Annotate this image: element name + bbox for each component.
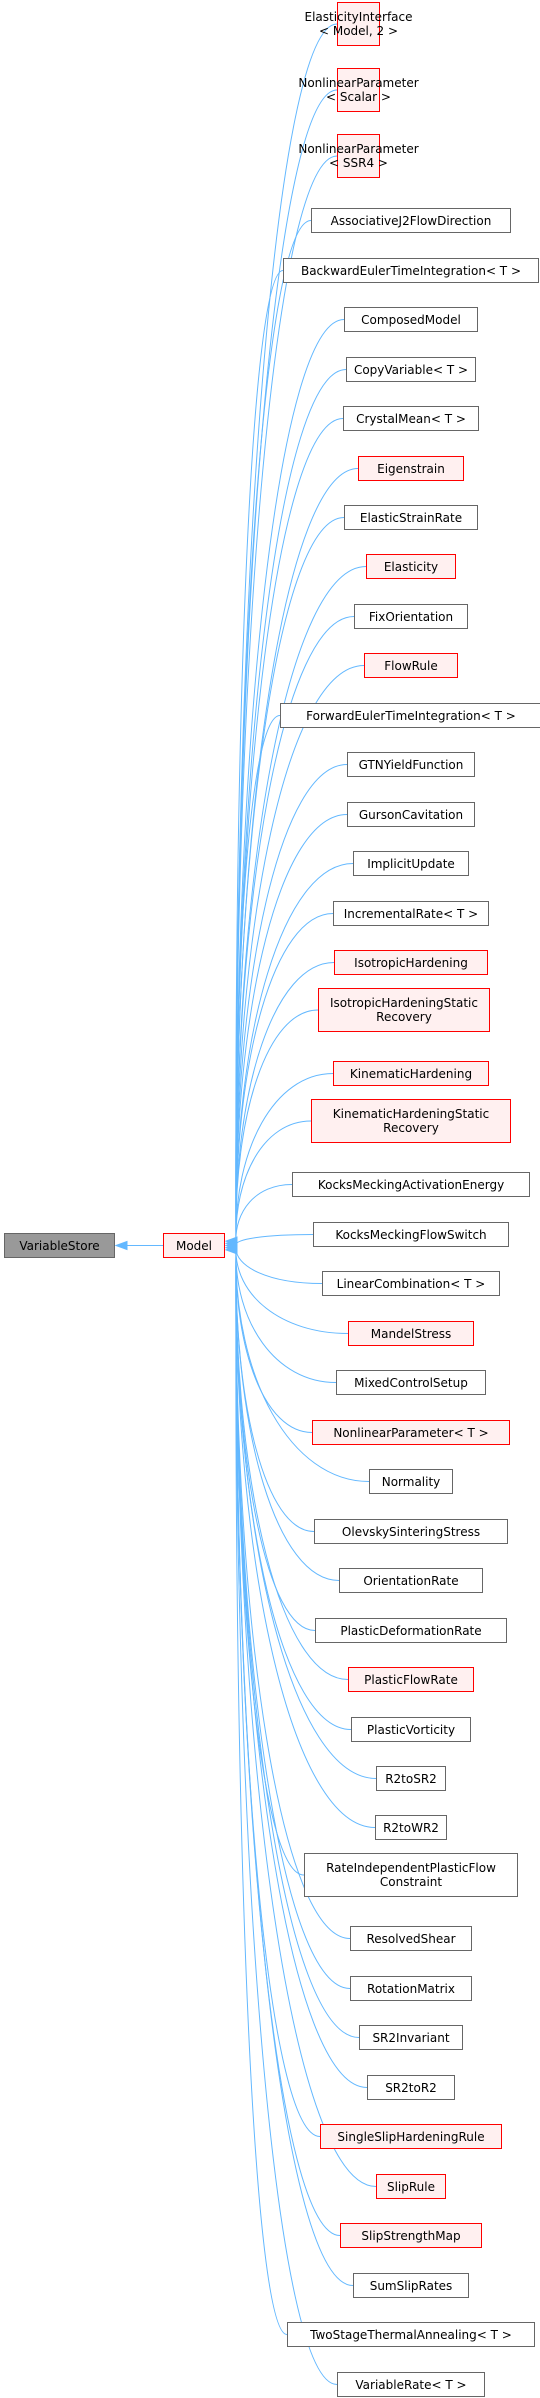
edge-plasticflowrate [235,1254,349,1680]
edge-olevskysinteringstress [235,1251,315,1532]
edge-sliprule [235,1264,377,2187]
edge-kinematichardeningstatic-recovery [235,1120,312,1244]
node-olevskysinteringstress[interactable]: OlevskySinteringStress [314,1519,508,1544]
edge-resolvedshear [235,1259,351,1939]
node-kinematichardening[interactable]: KinematicHardening [333,1061,489,1086]
node-rateindependentplasticflow-constraint[interactable]: RateIndependentPlasticFlow Constraint [304,1853,518,1897]
edge-sumsliprates [235,1266,354,2286]
node-resolvedshear[interactable]: ResolvedShear [350,1926,472,1951]
edge-forwardeulertimeintegration-t [235,715,281,1235]
node-composedmodel[interactable]: ComposedModel [344,307,478,332]
node-flowrule[interactable]: FlowRule [364,653,458,678]
edge-variablerate-t [235,1268,338,2385]
node-backwardeulertimeintegration-t[interactable]: BackwardEulerTimeIntegration< T > [283,258,539,283]
node-nonlinearparameter-t[interactable]: NonlinearParameter< T > [312,1420,510,1445]
node-gursoncavitation[interactable]: GursonCavitation [347,802,475,827]
node-fixorientation[interactable]: FixOrientation [354,604,468,629]
node-kocksmeckingactivationenergy[interactable]: KocksMeckingActivationEnergy [292,1172,530,1197]
edge-nonlinearparameter-ssr4 [235,155,338,1224]
edge-fixorientation [235,616,355,1233]
node-r2towr2[interactable]: R2toWR2 [375,1815,447,1840]
edge-isotropichardeningstatic-recovery [235,1009,319,1241]
edge-sr2tor2 [235,1262,368,2088]
node-isotropichardening[interactable]: IsotropicHardening [334,950,488,975]
node-nonlinearparameter-ssr4[interactable]: NonlinearParameter < SSR4 > [298,134,419,178]
edge-elasticstrainrate [235,517,345,1231]
edge-mandelstress [235,1247,349,1334]
node-sr2tor2[interactable]: SR2toR2 [367,2075,455,2100]
node-kocksmeckingflowswitch[interactable]: KocksMeckingFlowSwitch [313,1222,509,1247]
node-implicitupdate[interactable]: ImplicitUpdate [353,851,469,876]
edge-twostagethermalannealing-t [235,1267,288,2335]
edge-gtnyieldfunction [235,764,348,1236]
node-variable-store[interactable]: VariableStore [4,1233,115,1258]
node-normality[interactable]: Normality [369,1469,453,1494]
edge-incrementalrate-t [235,913,334,1239]
node-plasticdeformationrate[interactable]: PlasticDeformationRate [315,1618,507,1643]
node-mixedcontrolsetup[interactable]: MixedControlSetup [336,1370,486,1395]
edge-nonlinearparameter-t [235,1249,313,1433]
edge-backwardeulertimeintegration-t [235,270,284,1227]
edge-normality [235,1250,370,1482]
edge-associativej2flowdirection [235,220,312,1226]
edge-plasticdeformationrate [235,1253,316,1631]
node-eigenstrain[interactable]: Eigenstrain [358,456,464,481]
node-twostagethermalannealing-t[interactable]: TwoStageThermalAnnealing< T > [287,2322,535,2347]
node-elasticstrainrate[interactable]: ElasticStrainRate [344,505,478,530]
node-incrementalrate-t[interactable]: IncrementalRate< T > [333,901,489,926]
node-isotropichardeningstatic-recovery[interactable]: IsotropicHardeningStatic Recovery [318,988,490,1032]
node-elasticity[interactable]: Elasticity [366,554,456,579]
edge-kocksmeckingactivationenergy [235,1184,293,1245]
node-sr2invariant[interactable]: SR2Invariant [359,2025,463,2050]
arrowhead-variable-store [114,1240,128,1251]
edge-r2towr2 [235,1257,376,1828]
node-sumsliprates[interactable]: SumSlipRates [353,2273,469,2298]
node-plasticflowrate[interactable]: PlasticFlowRate [348,1667,474,1692]
node-elasticityinterface-model-2[interactable]: ElasticityInterface < Model, 2 > [304,2,413,46]
edge-gursoncavitation [235,814,348,1237]
edge-r2tosr2 [235,1256,377,1779]
node-r2tosr2[interactable]: R2toSR2 [376,1766,446,1791]
node-linearcombination-t[interactable]: LinearCombination< T > [322,1271,500,1296]
edge-orientationrate [235,1252,340,1581]
edge-mixedcontrolsetup [235,1248,337,1383]
node-crystalmean-t[interactable]: CrystalMean< T > [343,406,479,431]
edge-kinematichardening [235,1073,334,1243]
node-mandelstress[interactable]: MandelStress [348,1321,474,1346]
edge-flowrule [235,665,365,1234]
arrowhead-model [224,1245,238,1255]
node-forwardeulertimeintegration-t[interactable]: ForwardEulerTimeIntegration< T > [280,703,540,728]
node-rotationmatrix[interactable]: RotationMatrix [350,1976,472,2001]
node-nonlinearparameter-scalar[interactable]: NonlinearParameter < Scalar > [298,68,419,112]
node-kinematichardeningstatic-recovery[interactable]: KinematicHardeningStatic Recovery [311,1099,511,1143]
node-slipstrengthmap[interactable]: SlipStrengthMap [340,2223,482,2248]
node-sliprule[interactable]: SlipRule [376,2174,446,2199]
node-model[interactable]: Model [163,1233,225,1258]
node-plasticvorticity[interactable]: PlasticVorticity [351,1717,471,1742]
node-singlesliphardeningrule[interactable]: SingleSlipHardeningRule [320,2124,502,2149]
node-orientationrate[interactable]: OrientationRate [339,1568,483,1593]
edge-linearcombination-t [235,1246,323,1284]
node-gtnyieldfunction[interactable]: GTNYieldFunction [347,752,475,777]
node-variablerate-t[interactable]: VariableRate< T > [337,2372,485,2397]
edge-kocksmeckingflowswitch [235,1234,314,1246]
node-copyvariable-t[interactable]: CopyVariable< T > [346,357,476,382]
node-associativej2flowdirection[interactable]: AssociativeJ2FlowDirection [311,208,511,233]
